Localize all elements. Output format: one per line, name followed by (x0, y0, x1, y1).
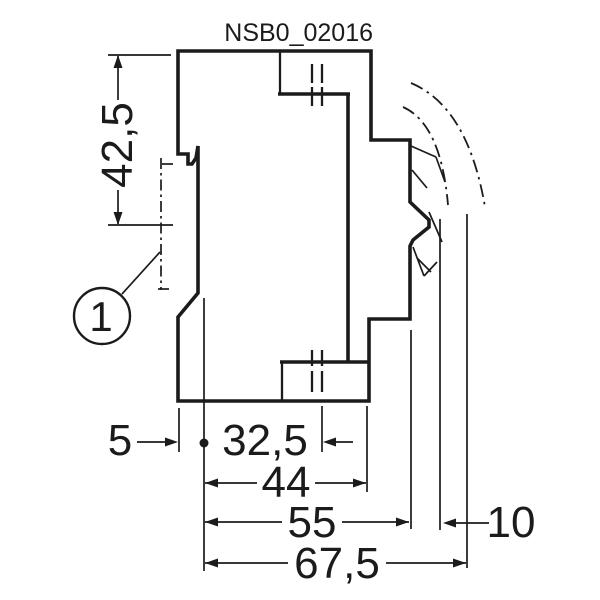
arrow-left-icon (323, 437, 336, 447)
dimension-67-5: 67,5 (205, 539, 466, 588)
dim-42-5-label: 42,5 (93, 102, 142, 188)
dim-32-5-label: 32,5 (222, 416, 308, 465)
dimension-10: 10 (443, 498, 535, 547)
clip-sketch-line (416, 257, 432, 273)
arrow-left-icon (205, 558, 218, 568)
clip-sketch-line (423, 261, 438, 277)
device-body (176, 49, 431, 403)
extension-lines (108, 54, 468, 571)
arrow-right-icon (353, 478, 366, 488)
callout-leader-line (121, 251, 161, 295)
arrow-up-icon (113, 55, 123, 68)
callout-balloon-circle (72, 286, 132, 346)
device-outline (176, 49, 431, 403)
clip-sketch-line (412, 246, 425, 277)
clip-sketch-line (410, 145, 437, 158)
dimension-5: 5 (108, 416, 209, 465)
dimension-44: 44 (205, 458, 366, 507)
arrow-right-icon (453, 558, 466, 568)
arrow-left-icon (205, 517, 218, 527)
clip-swing-arc-outer (410, 82, 486, 208)
callout-1-label: 1 (89, 293, 112, 340)
clip-swing-arc-inner (402, 106, 449, 206)
arrow-left-icon (205, 478, 218, 488)
dimension-55: 55 (205, 498, 409, 547)
dim-10-label: 10 (487, 498, 536, 547)
dim-44-label: 44 (262, 458, 311, 507)
dim-67-5-label: 67,5 (294, 539, 380, 588)
dimension-42-5: 42,5 (93, 55, 142, 225)
clip-sketch-line (435, 156, 446, 183)
arrow-left-icon (443, 518, 456, 528)
dim-5-label: 5 (108, 416, 132, 465)
arrow-down-icon (113, 212, 123, 225)
arrow-right-icon (396, 517, 409, 527)
clip-sketch-line (411, 169, 428, 189)
din-rail-phantom (158, 158, 177, 290)
dim-55-label: 55 (288, 498, 337, 547)
dimension-32-5: 32,5 (222, 416, 353, 465)
break-marks (310, 64, 324, 392)
drawing-title: NSB0_02016 (224, 19, 373, 47)
dim-dot-terminator (199, 438, 209, 448)
arrow-right-icon (165, 437, 178, 447)
callout-1: 1 (72, 251, 161, 346)
